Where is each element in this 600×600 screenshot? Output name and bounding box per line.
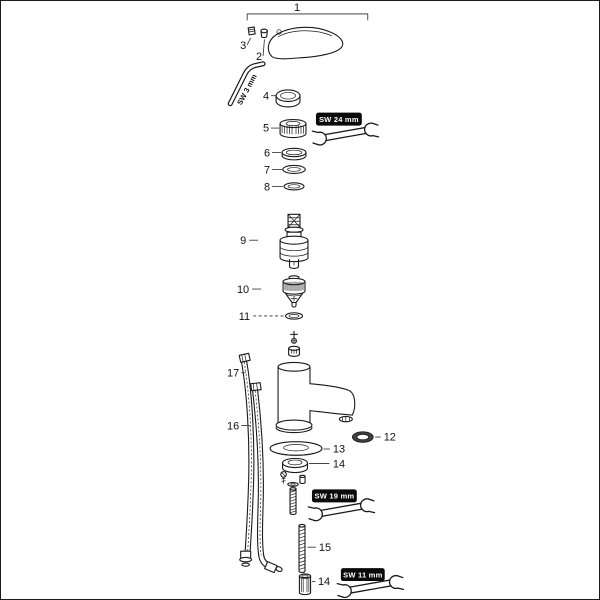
callout-label-17: 17 [227, 368, 239, 380]
callout-label-12: 12 [384, 432, 396, 444]
part-4-escutcheon-ring [275, 89, 301, 108]
callout-label-14-bottom: 14 [318, 576, 330, 588]
callout-label-14-top: 14 [333, 458, 345, 470]
part-13-base-washer [269, 441, 323, 456]
callout-label-9: 9 [240, 235, 246, 247]
part-12-friction-ring [351, 431, 374, 443]
part-1-handle-lever [267, 26, 344, 60]
part-5-retainer-nut [279, 119, 307, 139]
callout-label-16: 16 [227, 421, 239, 433]
callout-label-11: 11 [239, 311, 250, 323]
part-11-o-ring [285, 312, 304, 320]
part-15-threaded-rod [298, 523, 306, 573]
sw11-badge [340, 568, 385, 582]
callout-label-2: 2 [256, 51, 262, 63]
callout-bracket-1 [246, 13, 369, 21]
part-9-cartridge [279, 213, 309, 269]
callout-label-4: 4 [263, 91, 269, 103]
part-8-o-ring [283, 182, 305, 191]
callout-label-7: 7 [264, 164, 270, 176]
callout-label-15: 15 [319, 542, 331, 554]
faucet-body [275, 361, 356, 434]
callout-label-6: 6 [264, 147, 270, 159]
part-16-supply-hose [250, 382, 283, 574]
callout-label-1: 1 [294, 2, 300, 14]
part-3-grub-screw [247, 26, 256, 36]
part-17-supply-hose [238, 352, 255, 567]
mounting-hardware [280, 471, 306, 516]
part-10-check-valve [282, 275, 306, 308]
part-7-o-ring [282, 164, 306, 174]
spout-insert [288, 330, 300, 357]
callout-label-3: 3 [240, 40, 246, 52]
callout-label-10: 10 [237, 284, 249, 296]
part-6-spacer-ring [281, 147, 307, 161]
hex-key-icon [227, 61, 266, 107]
sw24-badge [315, 112, 362, 126]
part-2-plug [260, 28, 268, 39]
sw19-badge [311, 489, 357, 503]
callout-label-5: 5 [263, 123, 269, 135]
part-14-mounting-nut-top [282, 457, 309, 474]
sw11-badge-label: SW 11 mm [343, 570, 382, 579]
part-14-socket-bottom [298, 573, 312, 596]
callout-label-13: 13 [333, 443, 345, 455]
callout-label-8: 8 [264, 181, 270, 193]
leader-lines [241, 37, 381, 582]
sw24-badge-label: SW 24 mm [319, 115, 359, 124]
sw19-badge-label: SW 19 mm [314, 492, 354, 501]
